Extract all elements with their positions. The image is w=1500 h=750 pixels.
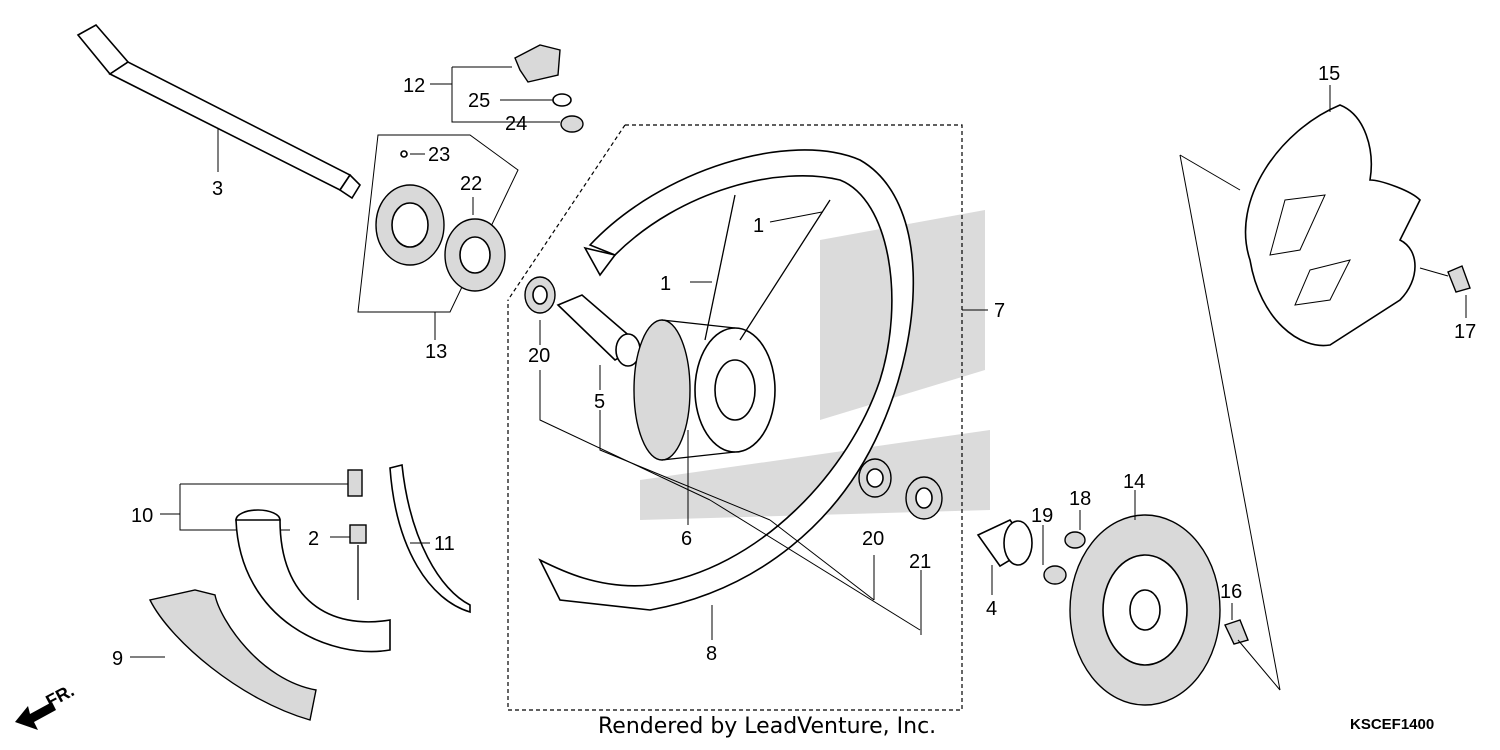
tube-and-valve-group (160, 469, 391, 653)
cable-guide-group (430, 44, 584, 133)
callout-15: 15 (1318, 63, 1340, 85)
callout-4: 4 (986, 598, 997, 620)
callout-13: 13 (425, 341, 447, 363)
callout-23: 23 (428, 144, 450, 166)
callout-11: 11 (434, 533, 455, 555)
callout-1-upper: 1 (753, 215, 764, 237)
distance-collar (556, 294, 642, 390)
wheel-assembly-boundary (507, 124, 963, 711)
leader-lines (539, 370, 921, 631)
callout-24: 24 (505, 113, 527, 135)
callout-21: 21 (909, 551, 931, 573)
callout-20-left: 20 (528, 345, 550, 367)
part-callouts: 1 1 2 3 4 5 6 7 8 9 10 11 12 13 14 15 16… (112, 63, 1476, 670)
bearings-and-seal (524, 276, 943, 635)
diagram-code: KSCEF1400 (1350, 716, 1434, 733)
callout-5: 5 (594, 391, 605, 413)
callout-9: 9 (112, 648, 123, 670)
callout-18: 18 (1069, 488, 1091, 510)
callout-20-right: 20 (862, 528, 884, 550)
background-logo-watermark (640, 210, 990, 520)
tire (130, 589, 317, 721)
brake-disc-group (1042, 490, 1249, 706)
callout-8: 8 (706, 643, 717, 665)
front-direction-arrow: FR. (15, 680, 77, 730)
callout-1-lower: 1 (660, 273, 671, 295)
callout-22: 22 (460, 173, 482, 195)
render-credit: Rendered by LeadVenture, Inc. (598, 714, 936, 739)
spokes (690, 194, 831, 341)
wheel-rim (538, 149, 915, 640)
rim-band (389, 464, 471, 614)
speedometer-gearbox-group (357, 134, 519, 340)
callout-16: 16 (1220, 581, 1242, 603)
wheel-hub (633, 319, 776, 525)
disc-cover-group (1179, 85, 1471, 691)
callout-17: 17 (1454, 321, 1476, 343)
callout-2: 2 (308, 528, 319, 550)
front-axle (76, 23, 362, 200)
callout-25: 25 (468, 90, 490, 112)
callout-7: 7 (994, 300, 1005, 322)
axle-collar (976, 518, 1033, 595)
callout-3: 3 (212, 178, 223, 200)
callout-12: 12 (403, 75, 425, 97)
callout-19: 19 (1031, 505, 1053, 527)
callout-14: 14 (1123, 471, 1145, 493)
callout-6: 6 (681, 528, 692, 550)
callout-10: 10 (131, 505, 153, 527)
